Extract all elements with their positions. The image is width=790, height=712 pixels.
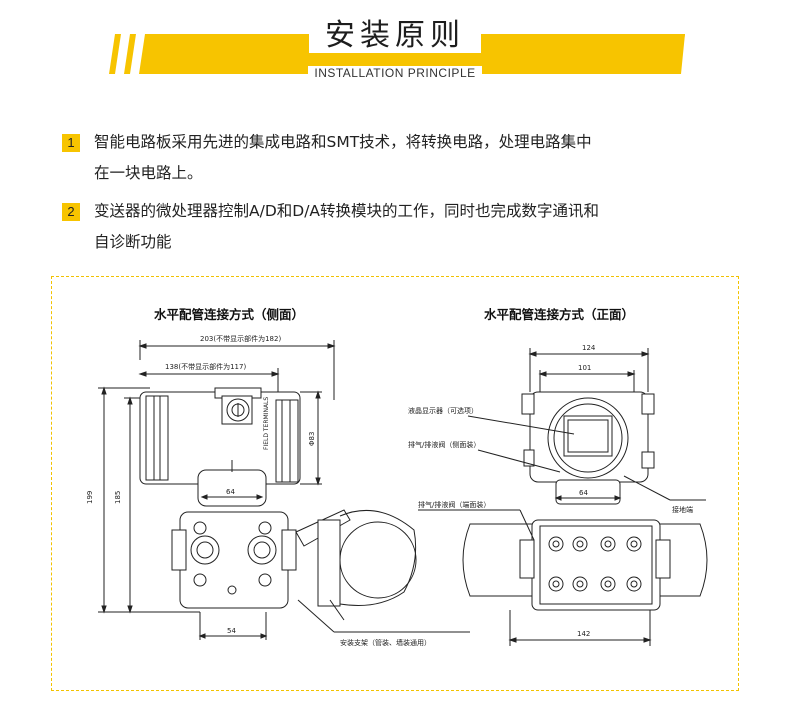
dim-142-label: 142 <box>577 630 590 638</box>
header-banner <box>105 34 685 74</box>
dim-138-label: 138(不带显示部件为117) <box>165 362 246 371</box>
point-line: 在一块电路上。 <box>94 164 203 182</box>
bracket-label: 安装支架（管装、墙装通用） <box>340 638 431 647</box>
dim-64-front-label: 64 <box>579 489 588 497</box>
dim-185-label: 185 <box>114 491 122 504</box>
field-terminals-label: FIELD TERMINALS <box>263 397 270 450</box>
ground-terminal-label: 接地端 <box>672 505 693 514</box>
point-line: 智能电路板采用先进的集成电路和SMT技术，将转换电路，处理电路集中 <box>94 133 592 151</box>
banner-stripe-graphic <box>109 34 685 74</box>
point-line: 自诊断功能 <box>94 233 172 251</box>
page-subtitle: INSTALLATION PRINCIPLE <box>0 66 790 80</box>
page-title: 安装原则 <box>0 10 790 54</box>
point-line: 变送器的微处理器控制A/D和D/A转换模块的工作，同时也完成数字通讯和 <box>94 202 600 220</box>
point-text: 变送器的微处理器控制A/D和D/A转换模块的工作，同时也完成数字通讯和 自诊断功… <box>94 196 734 258</box>
side-view-drawing: 203(不带显示部件为182) 138(不带显示部件为117) 199 185 <box>86 334 470 647</box>
dim-101-label: 101 <box>578 364 591 372</box>
dim-124-label: 124 <box>582 344 596 352</box>
front-view-title: 水平配管连接方式（正面） <box>484 307 635 322</box>
banner-left-stripes <box>109 34 685 74</box>
point-number-badge: 2 <box>62 203 80 221</box>
installation-diagram-frame <box>51 276 739 691</box>
dim-64-side-label: 64 <box>226 488 235 496</box>
point-number-badge: 1 <box>62 134 80 152</box>
vent-side-label: 排气/排液阀（侧面装） <box>408 440 480 449</box>
front-view-drawing: 124 101 液晶显示器（可选项） 排气/排液阀（侧面装） 64 接地端 <box>408 344 708 646</box>
lcd-display-label: 液晶显示器（可选项） <box>408 406 478 415</box>
dim-199-label: 199 <box>86 491 94 504</box>
dim-203-label: 203(不带显示部件为182) <box>200 334 281 343</box>
point-text: 智能电路板采用先进的集成电路和SMT技术，将转换电路，处理电路集中 在一块电路上… <box>94 127 734 189</box>
dim-54-label: 54 <box>227 627 236 635</box>
dim-83-label: Φ83 <box>308 432 316 446</box>
vent-end-label: 排气/排液阀（端面装） <box>418 500 490 509</box>
side-view-title: 水平配管连接方式（侧面） <box>154 307 305 322</box>
banner-right-stripes <box>661 34 685 74</box>
